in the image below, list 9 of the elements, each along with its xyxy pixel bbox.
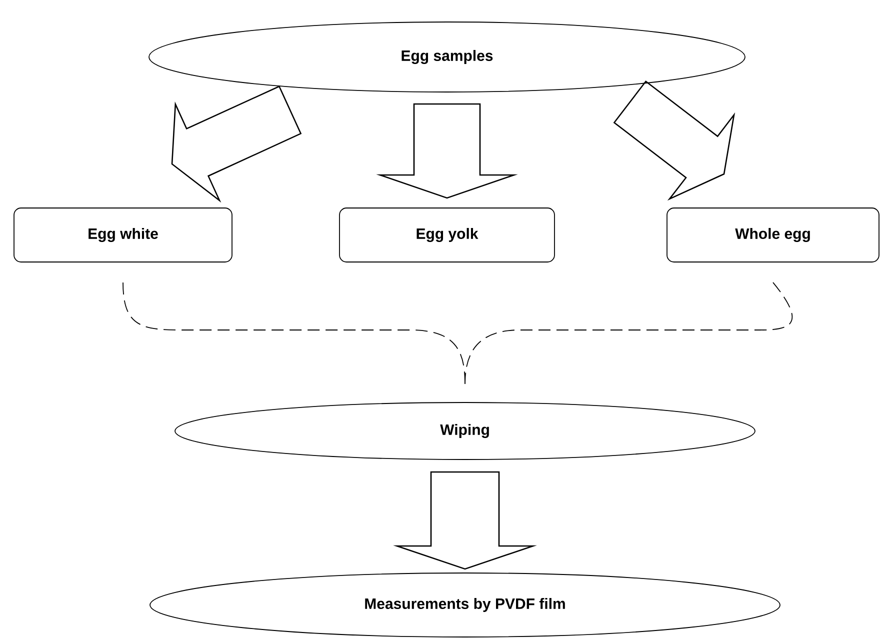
process-box: Egg yolk bbox=[339, 208, 555, 262]
block-arrow bbox=[376, 103, 518, 199]
dashed-connector bbox=[464, 282, 793, 384]
ellipse-node: Egg samples bbox=[148, 22, 746, 92]
ellipse-node: Wiping bbox=[174, 402, 756, 460]
ellipse-node: Measurements by PVDF film bbox=[150, 572, 780, 638]
process-box: Whole egg bbox=[666, 208, 880, 262]
block-arrow bbox=[393, 471, 537, 570]
process-box: Egg white bbox=[14, 208, 232, 262]
